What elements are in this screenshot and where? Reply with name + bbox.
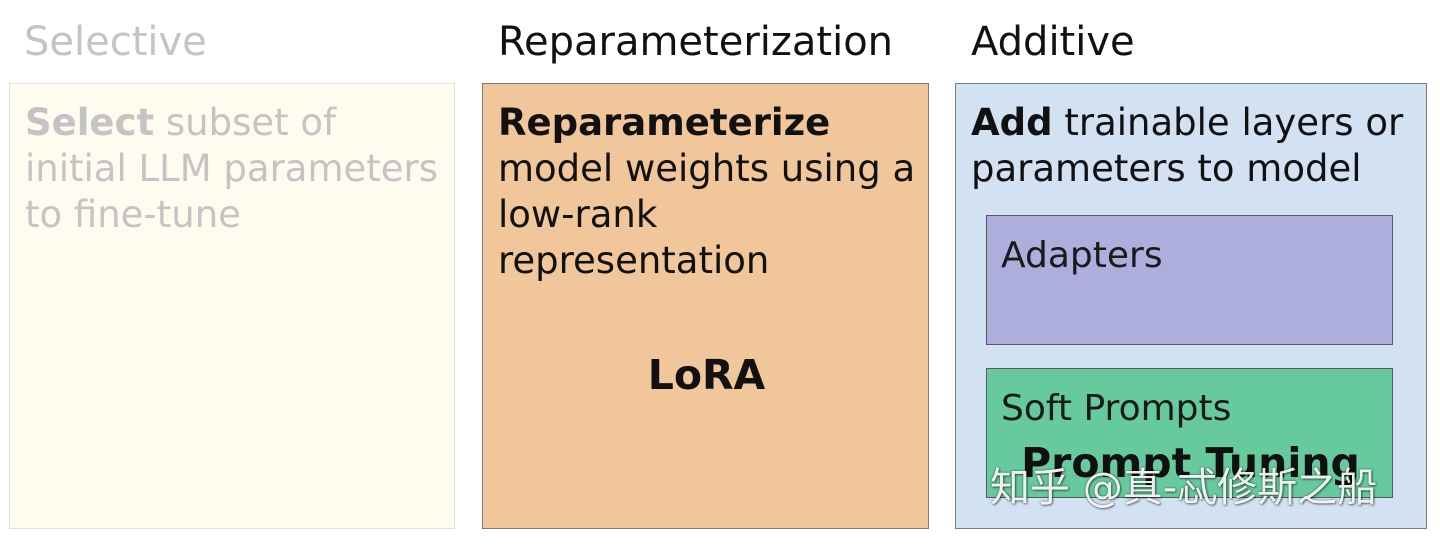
lora-method-label: LoRA (647, 351, 766, 399)
additive-description-bold: Add (971, 101, 1053, 144)
selective-description: Select subset of initial LLM parameters … (25, 100, 445, 238)
selective-panel: Select subset of initial LLM parameters … (9, 83, 455, 529)
reparameterization-heading: Reparameterization (498, 19, 894, 65)
reparameterization-panel: Reparameterize model weights using a low… (482, 83, 929, 529)
prompt-tuning-method-label: Prompt Tuning (1021, 439, 1360, 487)
additive-description-text: trainable layers or parameters to model (971, 101, 1404, 190)
watermark-text: 知乎 @真-忒修斯之船 (990, 465, 1378, 511)
soft-prompts-box: Soft Prompts Prompt Tuning (986, 368, 1393, 498)
soft-prompts-label: Soft Prompts (1001, 388, 1232, 429)
additive-panel: Add trainable layers or parameters to mo… (955, 83, 1427, 529)
reparameterization-description: Reparameterize model weights using a low… (498, 100, 923, 284)
adapters-box: Adapters (986, 215, 1393, 345)
selective-description-bold: Select (25, 101, 155, 144)
adapters-label: Adapters (1001, 235, 1163, 276)
additive-description: Add trainable layers or parameters to mo… (971, 100, 1411, 192)
selective-description-text: subset of initial LLM parameters to fine… (25, 101, 439, 236)
selective-heading: Selective (24, 19, 207, 65)
reparameterization-description-text: model weights using a low-rank represent… (498, 147, 916, 282)
reparameterization-description-bold: Reparameterize (498, 101, 831, 144)
additive-heading: Additive (971, 19, 1135, 65)
